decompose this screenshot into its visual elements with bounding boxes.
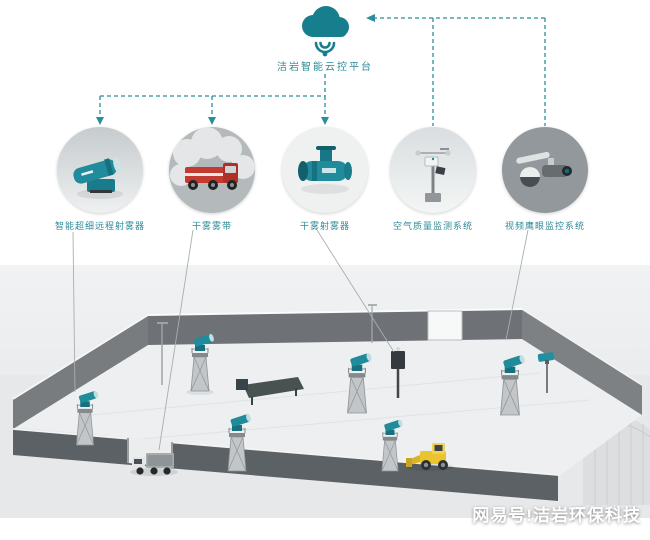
device-eagle-eye-camera — [502, 127, 588, 213]
back-gate — [427, 310, 463, 341]
device-air-quality-station — [390, 127, 476, 213]
cloud-platform-label: 洁岩智能云控平台 — [277, 62, 373, 73]
label-dry-fog-sprayer: 干雾射雾器 — [299, 221, 350, 231]
eagle-eye-camera-photo — [502, 127, 588, 213]
device-dry-fog-sprayer — [282, 127, 368, 213]
dump-truck — [130, 453, 178, 476]
label-eagle-eye-camera: 视频鹰眼监控系统 — [504, 221, 585, 231]
surveillance-camera-pole — [537, 352, 555, 393]
cloud-wifi-icon — [302, 6, 349, 57]
dry-fog-sprayer-photo — [282, 127, 368, 213]
watermark-text: 网易号!洁岩环保科技 — [472, 506, 641, 525]
conveyor-machine — [236, 377, 304, 405]
dry-fog-truck-photo — [169, 127, 255, 213]
wheel-loader — [406, 443, 454, 471]
device-dry-fog-truck — [169, 127, 255, 213]
cloud-platform — [285, 4, 365, 63]
air-quality-station-photo — [390, 127, 476, 213]
device-fog-cannon — [57, 127, 143, 213]
label-dry-fog-truck: 干雾雾带 — [191, 221, 232, 231]
fog-cannon-photo — [57, 127, 143, 213]
air-monitor-pole — [391, 347, 405, 398]
label-fog-cannon: 智能超细远程射雾器 — [54, 221, 145, 231]
label-air-quality: 空气质量监测系统 — [392, 221, 473, 231]
facility-3d-scene — [0, 265, 650, 518]
